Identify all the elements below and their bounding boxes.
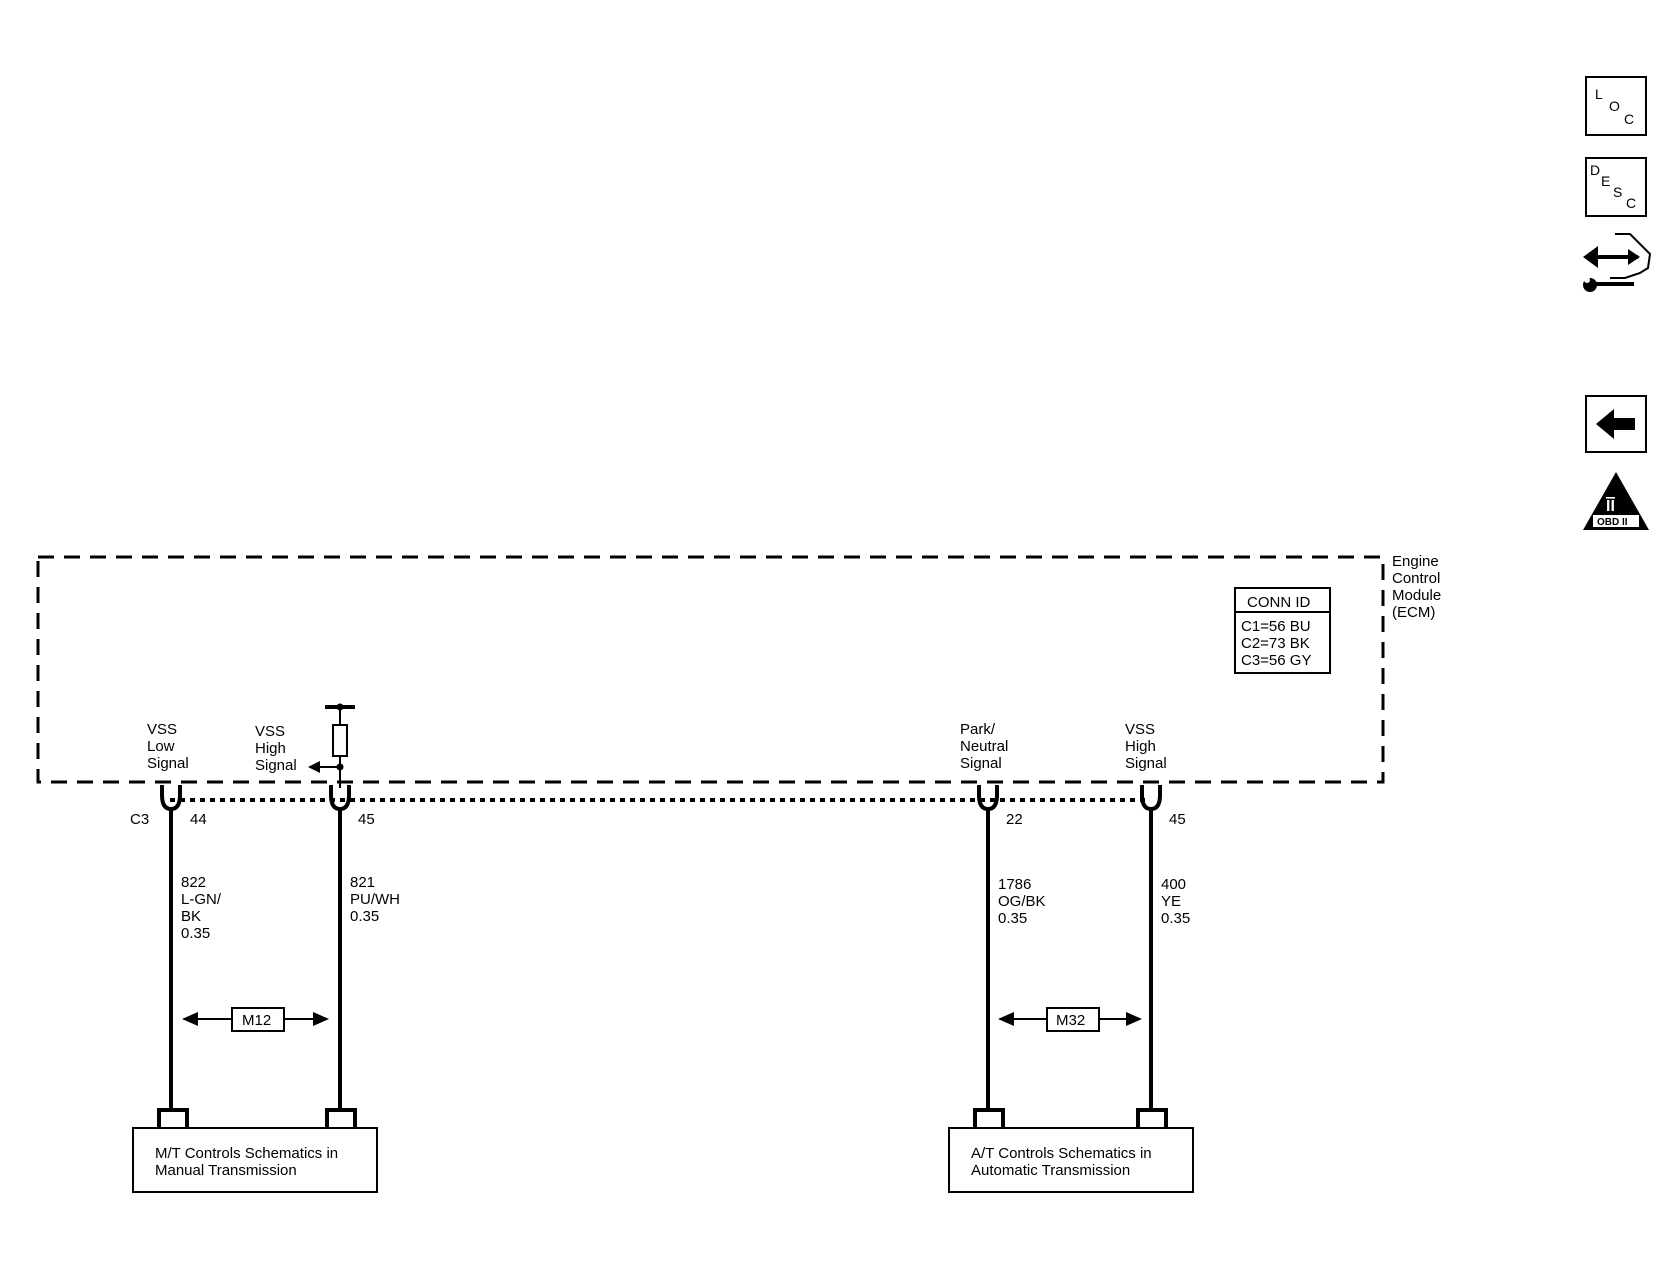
component-connector-icon[interactable] — [1583, 233, 1652, 292]
svg-text:II: II — [1606, 498, 1615, 515]
pin-terminals — [160, 785, 1162, 812]
ecm-name-line-1: Engine — [1392, 553, 1439, 570]
svg-text:VSS: VSS — [255, 723, 285, 740]
ecm-name-line-2: Control — [1392, 570, 1440, 587]
svg-text:A/T Controls Schematics in: A/T Controls Schematics in — [971, 1145, 1152, 1162]
ecm-name-line-3: Module — [1392, 587, 1441, 604]
svg-text:Park/: Park/ — [960, 721, 996, 738]
reference-at-controls[interactable]: A/T Controls Schematics in Automatic Tra… — [948, 1127, 1194, 1193]
svg-text:0.35: 0.35 — [1161, 910, 1190, 927]
desc-button[interactable]: D E S C — [1585, 157, 1647, 217]
pull-up-resistor — [308, 703, 355, 788]
svg-text:S: S — [1613, 184, 1622, 200]
svg-text:Signal: Signal — [1125, 755, 1167, 772]
svg-text:Low: Low — [147, 738, 175, 755]
pin-signal-label-3: Park/ Neutral Signal — [960, 721, 1008, 772]
back-arrow-icon[interactable] — [1585, 395, 1647, 453]
svg-text:Automatic Transmission: Automatic Transmission — [971, 1162, 1130, 1179]
svg-text:VSS: VSS — [1125, 721, 1155, 738]
pin-signal-label-4: VSS High Signal — [1125, 721, 1167, 772]
conn-id-row-3: C3=56 GY — [1241, 652, 1311, 669]
pin-signal-label-2: VSS High Signal — [255, 723, 297, 774]
svg-text:High: High — [1125, 738, 1156, 755]
svg-text:PU/WH: PU/WH — [350, 891, 400, 908]
circuit-label-400: 400 YE 0.35 — [1161, 876, 1190, 927]
svg-text:L-GN/: L-GN/ — [181, 891, 222, 908]
conn-id-table: CONN ID C1=56 BU C2=73 BK C3=56 GY — [1234, 587, 1331, 674]
svg-text:BK: BK — [181, 908, 201, 925]
svg-text:Neutral: Neutral — [960, 738, 1008, 755]
signal-output-arrow — [308, 761, 320, 773]
svg-text:Manual Transmission: Manual Transmission — [155, 1162, 297, 1179]
ecm-name-line-4: (ECM) — [1392, 604, 1435, 621]
svg-text:0.35: 0.35 — [998, 910, 1027, 927]
pin-number-1: 44 — [190, 811, 207, 828]
svg-text:E: E — [1601, 173, 1610, 189]
svg-text:M/T Controls Schematics in: M/T Controls Schematics in — [155, 1145, 338, 1162]
pin-signal-label-1: VSS Low Signal — [147, 721, 189, 772]
svg-text:Signal: Signal — [960, 755, 1002, 772]
circuit-label-821: 821 PU/WH 0.35 — [350, 874, 400, 925]
conn-id-row-2: C2=73 BK — [1241, 635, 1310, 652]
circuit-label-822: 822 L-GN/ BK 0.35 — [181, 874, 222, 942]
twisted-pair-m32: M32 — [998, 1007, 1142, 1032]
twisted-pair-m32-label: M32 — [1056, 1012, 1085, 1029]
circuit-label-1786: 1786 OG/BK 0.35 — [998, 876, 1046, 927]
svg-text:High: High — [255, 740, 286, 757]
pin-number-4: 45 — [1169, 811, 1186, 828]
svg-text:OG/BK: OG/BK — [998, 893, 1046, 910]
svg-text:400: 400 — [1161, 876, 1186, 893]
svg-text:822: 822 — [181, 874, 206, 891]
svg-text:YE: YE — [1161, 893, 1181, 910]
svg-text:D: D — [1590, 162, 1600, 178]
svg-text:0.35: 0.35 — [350, 908, 379, 925]
twisted-pair-m12-label: M12 — [242, 1012, 271, 1029]
svg-text:821: 821 — [350, 874, 375, 891]
ecm-module-name: Engine Control Module (ECM) — [1392, 553, 1441, 621]
svg-text:0.35: 0.35 — [181, 925, 210, 942]
svg-text:Signal: Signal — [255, 757, 297, 774]
reference-mt-controls[interactable]: M/T Controls Schematics in Manual Transm… — [132, 1127, 378, 1193]
loc-button[interactable]: L O C — [1585, 76, 1647, 136]
svg-text:VSS: VSS — [147, 721, 177, 738]
obd-ii-label: OBD II — [1597, 517, 1628, 528]
conn-id-row-1: C1=56 BU — [1241, 618, 1311, 635]
twisted-pair-m12: M12 — [182, 1007, 329, 1032]
svg-text:C: C — [1624, 111, 1634, 127]
svg-text:O: O — [1609, 98, 1620, 114]
reference-connector-stubs — [157, 1108, 1168, 1128]
conn-id-title: CONN ID — [1247, 594, 1311, 611]
svg-text:1786: 1786 — [998, 876, 1031, 893]
pin-number-2: 45 — [358, 811, 375, 828]
obd-ii-icon[interactable]: II OBD II — [1583, 472, 1649, 530]
connector-label-c3: C3 — [130, 811, 149, 828]
svg-text:L: L — [1595, 86, 1603, 102]
ecm-module-boundary — [36, 555, 1385, 784]
svg-text:C: C — [1626, 195, 1636, 211]
pin-number-3: 22 — [1006, 811, 1023, 828]
svg-text:Signal: Signal — [147, 755, 189, 772]
